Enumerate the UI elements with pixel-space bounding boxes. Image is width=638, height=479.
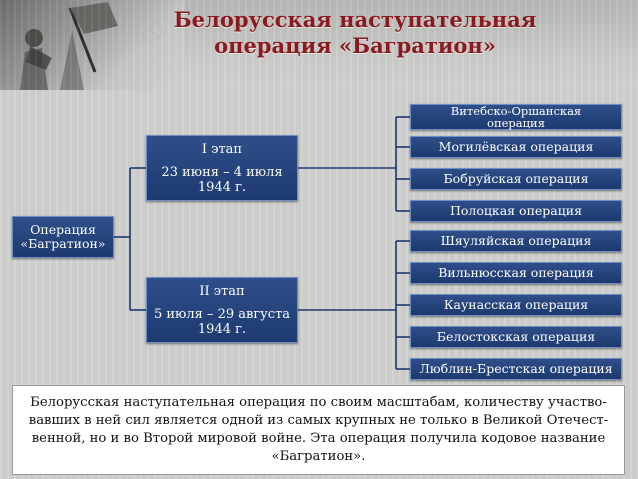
slide-title: Белорусская наступательная операция «Баг… <box>160 0 550 72</box>
stage-1-node: I этап 23 июня – 4 июля 1944 г. <box>146 135 298 201</box>
stage-2-dates-line-1: 5 июля – 29 августа <box>153 306 291 322</box>
operation-label: Могилёвская операция <box>438 139 594 154</box>
operation-bobruisk: Бобруйская операция <box>410 168 622 190</box>
operation-mogilev: Могилёвская операция <box>410 136 622 158</box>
summary-line-3: венной, но и во Второй мировой войне. Эт… <box>31 431 606 446</box>
operation-label: Полоцкая операция <box>449 203 583 218</box>
operation-label: Люблин-Брестская операция <box>419 361 613 376</box>
operation-label: Бобруйская операция <box>443 171 589 186</box>
summary-line-4: «Багратион». <box>271 449 366 464</box>
header-band <box>0 0 638 90</box>
stage-1-dates-line-1: 23 июня – 4 июля <box>161 164 283 180</box>
operation-label: Вильнюсская операция <box>438 265 594 280</box>
operation-label: Шяуляйская операция <box>440 233 592 248</box>
operation-vitebsk-orsha: Витебско-Оршанская операция <box>410 104 622 130</box>
operation-label: Каунасская операция <box>443 297 589 312</box>
summary-text-box: Белорусская наступательная операция по с… <box>12 385 625 475</box>
root-label-line-1: Операция <box>30 222 96 237</box>
operation-siauliai: Шяуляйская операция <box>410 230 622 252</box>
operation-bialystok: Белостокская операция <box>410 326 622 348</box>
operation-label: Белостокская операция <box>436 329 596 344</box>
operation-vilnius: Вильнюсская операция <box>410 262 622 284</box>
stage-1-dates-line-2: 1944 г. <box>197 179 247 195</box>
root-label-line-2: «Багратион» <box>20 236 106 251</box>
operation-lublin-brest: Люблин-Брестская операция <box>410 358 622 380</box>
stage-2-dates-line-2: 1944 г. <box>197 321 247 337</box>
summary-line-1: Белорусская наступательная операция по с… <box>30 395 607 410</box>
summary-line-2: вавших в ней сил является одной из самых… <box>28 413 609 428</box>
operation-kaunas: Каунасская операция <box>410 294 622 316</box>
historical-photo <box>0 0 185 90</box>
title-line-2: операция «Багратион» <box>214 33 496 58</box>
stage-1-label: I этап <box>201 141 243 157</box>
stage-2-node: II этап 5 июля – 29 августа 1944 г. <box>146 277 298 343</box>
operation-label-line-2: операция <box>487 116 545 130</box>
root-node-operation: Операция «Багратион» <box>12 216 114 258</box>
operation-label-line-1: Витебско-Оршанская <box>450 104 582 118</box>
stage-2-label: II этап <box>199 283 245 299</box>
title-line-1: Белорусская наступательная <box>173 7 537 32</box>
operation-polotsk: Полоцкая операция <box>410 200 622 222</box>
